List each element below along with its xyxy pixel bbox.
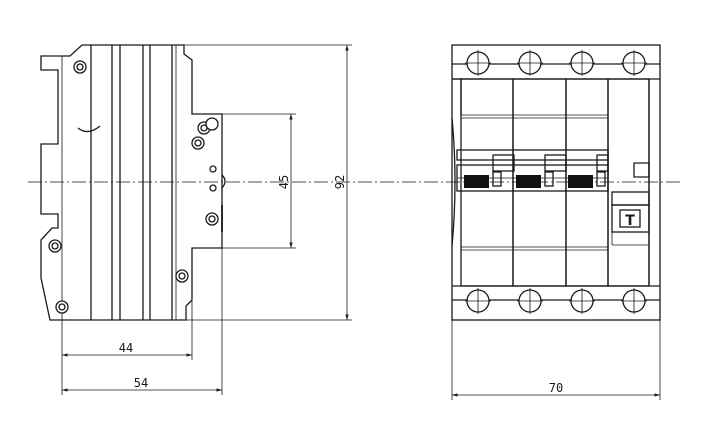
front-view: T — [451, 44, 661, 321]
toggle-handle — [492, 154, 515, 172]
toggle-handle — [544, 154, 567, 172]
test-button — [611, 204, 650, 233]
side-dimensions: 44 54 45 92 — [61, 44, 352, 395]
toggle-handle — [596, 154, 609, 172]
front-view-outline — [451, 44, 661, 321]
dimension-54: 54 — [134, 376, 148, 390]
side-view-outline — [40, 44, 223, 321]
bottom-terminals — [465, 288, 647, 314]
rcd-module — [607, 78, 650, 287]
dimension-44: 44 — [119, 341, 133, 355]
handle-block — [464, 175, 489, 188]
dimension-45: 45 — [277, 175, 291, 189]
test-button — [611, 191, 650, 206]
din-clip — [77, 125, 101, 133]
front-dimensions: 70 — [451, 320, 661, 400]
side-view — [40, 44, 226, 321]
handle-block — [516, 175, 541, 188]
toggle-rail — [456, 149, 609, 161]
handle-block — [568, 175, 593, 188]
top-terminals — [465, 50, 647, 76]
dimension-92: 92 — [333, 175, 347, 189]
test-button-glyph: T — [625, 213, 635, 229]
toggle-lever — [221, 174, 226, 189]
rcd-indicator — [633, 162, 650, 178]
dimension-70: 70 — [549, 381, 563, 395]
